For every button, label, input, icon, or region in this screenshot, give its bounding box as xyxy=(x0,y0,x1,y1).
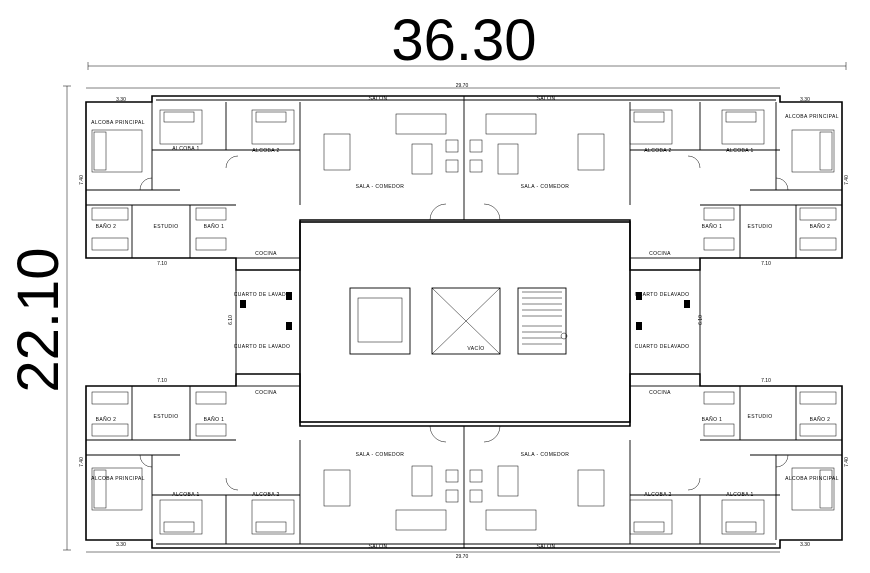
living-label-br: SALA - COMEDOR xyxy=(521,452,570,458)
void-label: VACÍO xyxy=(467,345,484,352)
living-dining-furniture xyxy=(323,113,605,531)
master-label-br: ALCOBA PRINCIPAL xyxy=(785,476,839,482)
bath2-label-tl: BAÑO 2 xyxy=(96,223,117,230)
balcony-label-bl: SALON xyxy=(369,544,388,550)
unit-depth-tr: 7.40 xyxy=(844,175,850,185)
kitchen-label-tr: COCINA xyxy=(649,251,671,257)
bath2-label-bl: BAÑO 2 xyxy=(96,416,117,423)
living-label-tr: SALA - COMEDOR xyxy=(521,184,570,190)
unit-depth-tl: 7.40 xyxy=(79,175,85,185)
inner-width-bottom: 29.70 xyxy=(456,554,469,560)
left-dimension: 22.10 xyxy=(6,85,71,551)
kitchen-label-tl: COCINA xyxy=(255,251,277,257)
bedroom1-label-tl: ALCOBA 1 xyxy=(172,146,199,152)
overall-width-label: 36.30 xyxy=(391,8,536,73)
service-width-br: 7.10 xyxy=(761,378,771,384)
balcony-label-tr: SALON xyxy=(537,96,556,102)
core-height-right: 6.10 xyxy=(698,315,704,325)
laundry-label-br: CUARTO DELAVADO xyxy=(635,344,690,350)
top-dimension: 36.30 xyxy=(87,8,847,73)
kitchen-label-br: COCINA xyxy=(649,390,671,396)
partitions-bottom xyxy=(86,386,842,548)
unit-depth-bl: 7.40 xyxy=(79,457,85,467)
living-label-tl: SALA - COMEDOR xyxy=(356,184,405,190)
living-label-bl: SALA - COMEDOR xyxy=(356,452,405,458)
master-label-bl: ALCOBA PRINCIPAL xyxy=(91,476,145,482)
labels-bottom: CUARTO DE LAVADO CUARTO DELAVADO COCINA … xyxy=(91,344,839,550)
bedroom2-label-tr: ALCOBA 2 xyxy=(644,148,671,154)
labels-top: SALON SALON SALA - COMEDOR SALA - COMEDO… xyxy=(91,96,839,298)
bedroom1-label-br: ALCOBA 1 xyxy=(726,492,753,498)
service-width-bl: 7.10 xyxy=(157,378,167,384)
exterior-walls xyxy=(85,95,843,549)
study-label-br: ESTUDIO xyxy=(747,414,772,420)
wing-width-tl: 3.30 xyxy=(116,97,126,103)
balcony-label-tl: SALON xyxy=(369,96,388,102)
service-width-tl: 7.10 xyxy=(157,261,167,267)
bath1-label-tl: BAÑO 1 xyxy=(204,223,225,230)
balcony-label-br: SALON xyxy=(537,544,556,550)
master-label-tl: ALCOBA PRINCIPAL xyxy=(91,120,145,126)
study-label-tl: ESTUDIO xyxy=(153,224,178,230)
laundry-label-bl: CUARTO DE LAVADO xyxy=(234,344,291,350)
bath1-label-bl: BAÑO 1 xyxy=(204,416,225,423)
bedroom2-label-bl: ALCOBA 2 xyxy=(252,492,279,498)
wing-width-tr: 3.30 xyxy=(800,97,810,103)
wing-width-br: 3.30 xyxy=(800,542,810,548)
door-swings xyxy=(139,155,789,491)
study-label-tr: ESTUDIO xyxy=(747,224,772,230)
column-marks xyxy=(240,292,690,330)
laundry-label-tl: CUARTO DE LAVADO xyxy=(234,292,291,298)
inner-dimensions: 29.70 29.70 3.30 3.30 3.30 3.30 7.10 7.1… xyxy=(79,83,850,560)
bath-furniture xyxy=(91,207,837,437)
building-core: VACÍO xyxy=(349,287,568,355)
study-label-bl: ESTUDIO xyxy=(153,414,178,420)
bedroom1-label-bl: ALCOBA 1 xyxy=(172,492,199,498)
bath2-label-br: BAÑO 2 xyxy=(810,416,831,423)
partitions-top xyxy=(86,96,842,258)
wing-width-bl: 3.30 xyxy=(116,542,126,548)
kitchen-label-bl: COCINA xyxy=(255,390,277,396)
bed-furniture xyxy=(91,109,835,535)
bedroom1-label-tr: ALCOBA 1 xyxy=(726,148,753,154)
master-label-tr: ALCOBA PRINCIPAL xyxy=(785,114,839,120)
bath1-label-tr: BAÑO 1 xyxy=(702,223,723,230)
bedroom2-label-tl: ALCOBA 2 xyxy=(252,148,279,154)
bedroom2-label-br: ALCOBA 2 xyxy=(644,492,671,498)
inner-width-top: 29.70 xyxy=(456,83,469,89)
unit-depth-br: 7.40 xyxy=(844,457,850,467)
core-height-left: 6.10 xyxy=(228,315,234,325)
service-width-tr: 7.10 xyxy=(761,261,771,267)
overall-height-label: 22.10 xyxy=(6,247,71,392)
bath1-label-br: BAÑO 1 xyxy=(702,416,723,423)
laundry-label-tr: CUARTO DELAVADO xyxy=(635,292,690,298)
bath2-label-tr: BAÑO 2 xyxy=(810,223,831,230)
